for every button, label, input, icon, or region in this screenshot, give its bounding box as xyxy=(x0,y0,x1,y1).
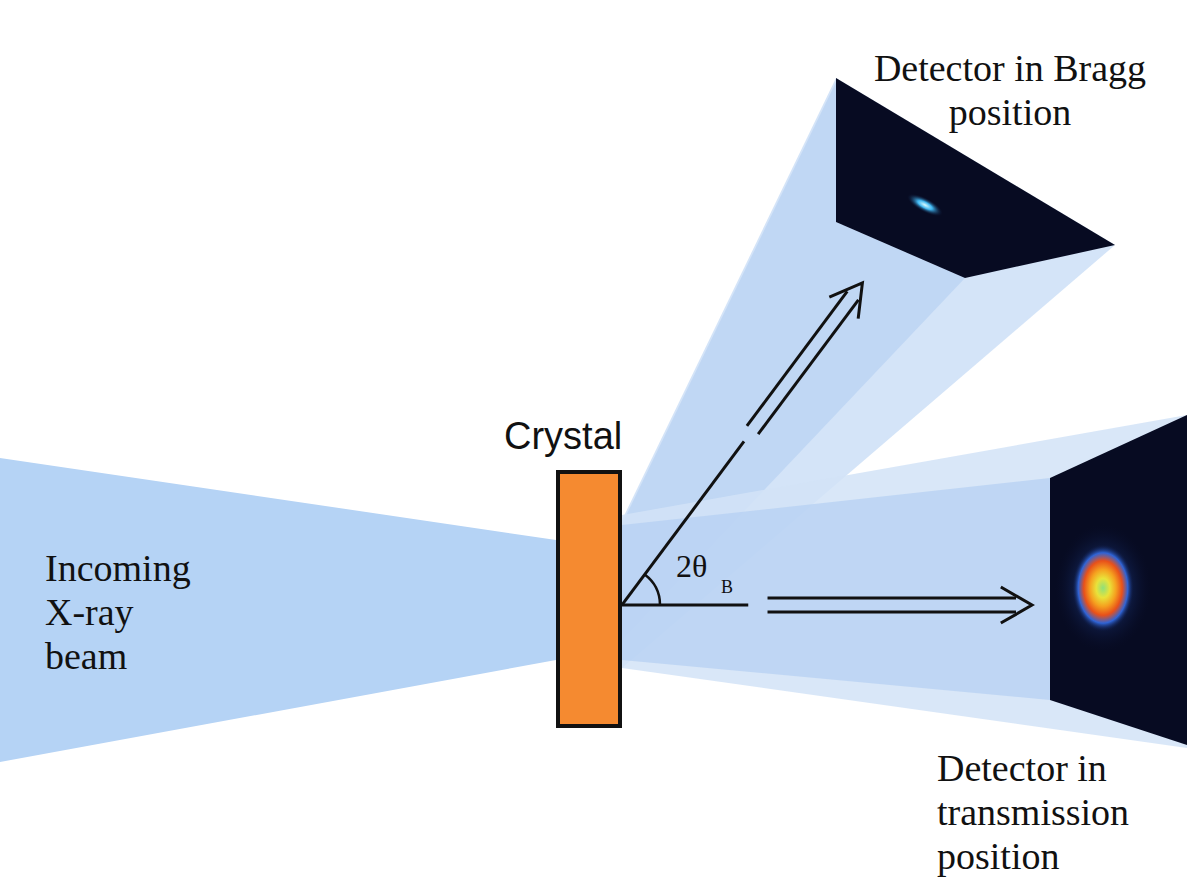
node-heading: Detector in transmission position xyxy=(937,746,1167,878)
incoming-beam xyxy=(0,458,556,762)
diffraction-spot xyxy=(1055,524,1151,652)
bragg-detector: Detector in Bragg position xyxy=(836,78,1115,278)
detector-face xyxy=(1050,415,1187,745)
arrow-stroke xyxy=(758,300,858,434)
bragg-arrow xyxy=(622,283,862,605)
arrow-stroke xyxy=(622,603,748,606)
node-heading: Crystal xyxy=(504,414,644,458)
angle-arc xyxy=(645,575,660,606)
angle-subscript: B xyxy=(721,576,751,598)
crystal-slab: Crystal xyxy=(556,470,622,728)
arrow-stroke xyxy=(747,291,847,425)
arrow-stroke xyxy=(768,610,1016,613)
transmission-arrow xyxy=(622,587,1032,623)
transmission-beam-outer xyxy=(622,415,1187,748)
arrow-stroke xyxy=(768,596,1016,599)
beam-label: Incoming X-ray beam xyxy=(45,546,220,678)
transmission-detector: Detector in transmission position xyxy=(1050,415,1187,745)
diffraction-spot xyxy=(1072,544,1134,632)
arrow-stroke xyxy=(829,283,862,319)
detector-shape xyxy=(1050,415,1187,745)
transmission-beam-inner xyxy=(622,478,1050,700)
node-heading: Detector in Bragg position xyxy=(850,46,1170,134)
arrow-stroke xyxy=(1001,587,1032,623)
diffraction-spot xyxy=(904,189,946,220)
